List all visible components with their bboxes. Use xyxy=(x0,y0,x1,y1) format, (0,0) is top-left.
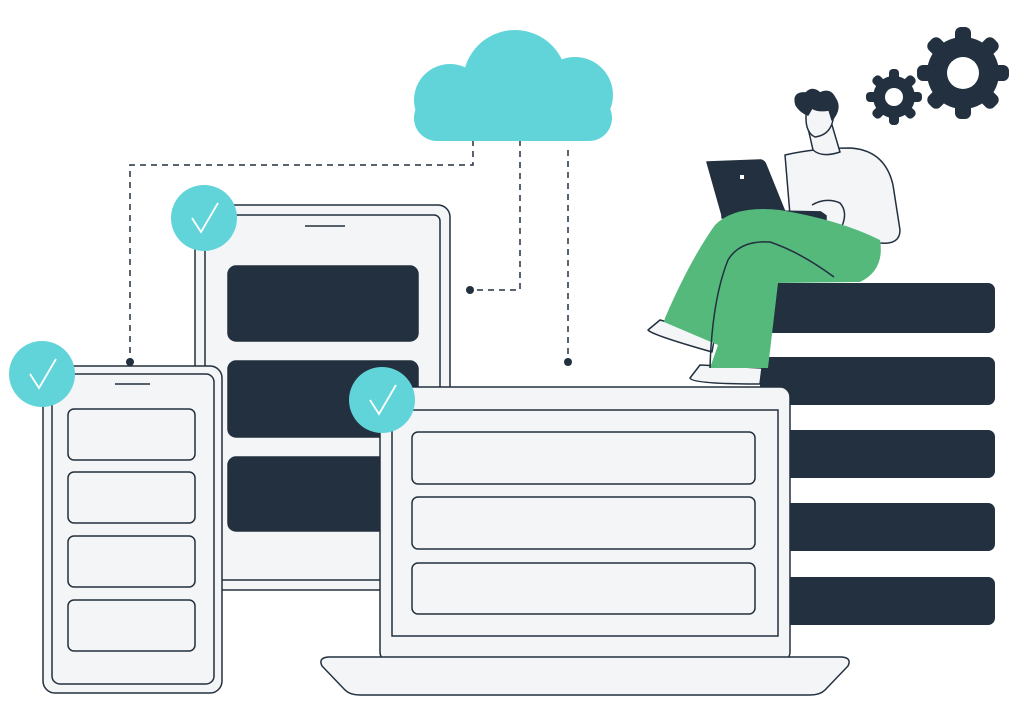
hair xyxy=(794,88,839,121)
connection-dots xyxy=(126,286,572,366)
person-with-laptop xyxy=(647,88,901,385)
phone-device xyxy=(42,365,223,694)
shoe-front xyxy=(689,364,763,385)
laptop-device xyxy=(320,386,850,696)
laptop-screen xyxy=(706,159,786,216)
laptop-base xyxy=(320,656,850,696)
connection-lines xyxy=(129,140,569,360)
shoe-back xyxy=(647,319,716,353)
gear-icon xyxy=(917,27,1009,119)
check-badge-icon xyxy=(9,341,75,407)
gear-small-icon xyxy=(866,69,922,125)
arm xyxy=(811,199,846,227)
check-badge-icon xyxy=(171,185,237,251)
server-stack xyxy=(760,283,995,625)
check-badge-icon xyxy=(349,367,415,433)
pants xyxy=(664,209,881,368)
cloud-icon xyxy=(414,30,613,141)
